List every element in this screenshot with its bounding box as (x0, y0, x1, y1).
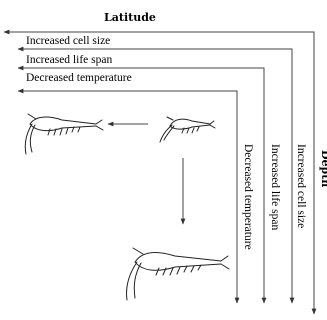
vertical-label-cell-size: Increased cell size (295, 144, 307, 228)
shrimp-medium-icon (25, 114, 103, 154)
vertical-label-life-span: Increased life span (269, 144, 281, 230)
horizontal-label-temperature: Decreased temperature (26, 72, 132, 84)
shrimp-large-icon (126, 248, 229, 300)
horizontal-label-life-span: Increased life span (26, 54, 112, 66)
depth-title: Depth (319, 150, 327, 187)
latitude-title: Latitude (104, 11, 156, 24)
shrimp-small-icon (160, 117, 215, 142)
vertical-label-temperature: Decreased temperature (242, 144, 254, 250)
horizontal-label-cell-size: Increased cell size (26, 35, 110, 47)
